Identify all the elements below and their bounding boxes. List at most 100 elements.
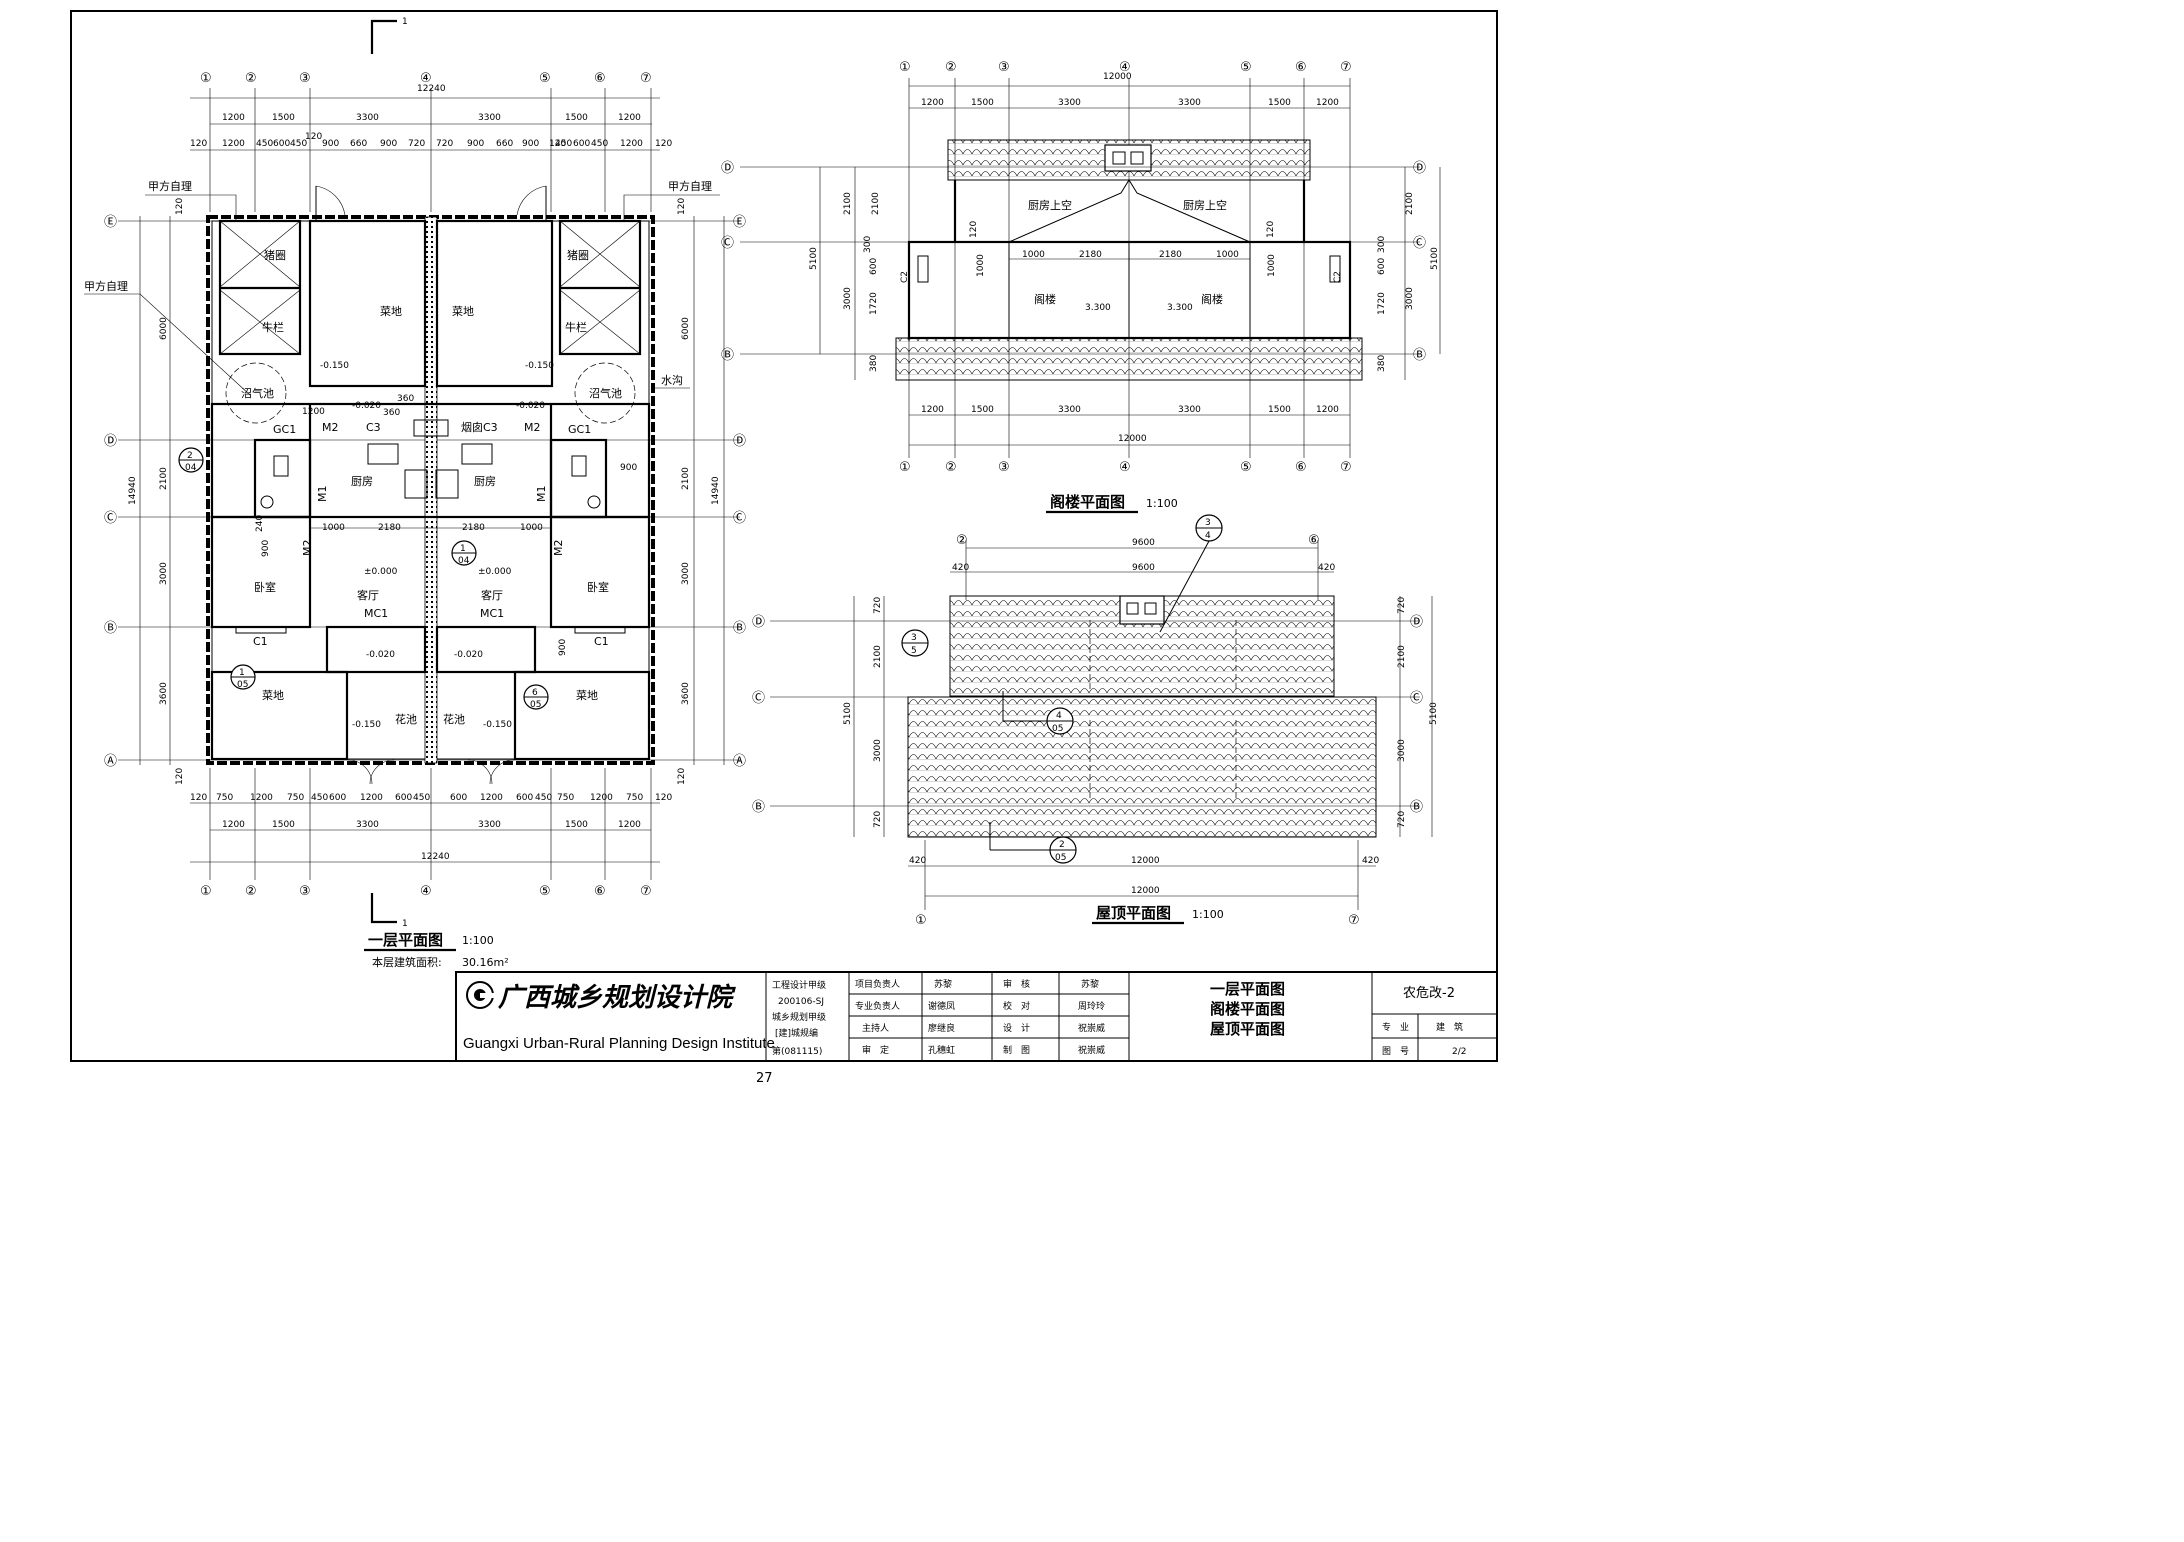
dim-text: 1000 [520,523,543,533]
tag-GC1: GC1 [273,423,296,436]
callout-detail: 6 05 [523,684,549,710]
tag-M2: M2 [301,540,314,557]
dim-text: 900 [322,139,339,149]
dim-text: 1200 [618,113,641,123]
axis-label: Ⓔ [104,215,117,230]
tag-C1: C1 [594,635,609,648]
page-number: 27 [756,1071,773,1086]
axis-label: Ⓑ [104,621,117,636]
institute-name-en: Guangxi Urban-Rural Planning Design Inst… [463,1035,775,1052]
room-label: 菜地 [262,689,284,702]
axis-label: Ⓒ [1413,236,1426,251]
dim-text: 12240 [421,852,450,862]
role-label: 制 图 [1003,1044,1030,1056]
dim-text: 3000 [1397,739,1407,762]
label-self-built: 甲方自理 [668,179,712,193]
role-name: 苏黎 [934,978,952,990]
room-label: 卧室 [254,580,276,594]
axis-label: ③ [299,884,311,899]
dim-text: 660 [496,139,513,149]
room-label: 菜地 [576,689,598,702]
callout-ref: 05 [237,680,248,690]
spec-label: 专 业 [1382,1021,1409,1033]
institute-name-cn: 广西城乡规划设计院 [498,983,736,1013]
dim-text: 12000 [1118,434,1147,444]
axis-label: Ⓑ [1410,800,1423,815]
axis-label: Ⓓ [721,161,734,176]
callout-num: 2 [1059,840,1065,850]
dim-text: 420 [1362,856,1379,866]
dim-text: 120 [677,768,687,785]
dim-text: 600 [573,139,590,149]
elevation-label: -0.150 [483,720,512,730]
dim-text: 300 [863,236,873,253]
elevation-label: -0.150 [525,361,554,371]
axis-label: Ⓑ [1413,348,1426,363]
dim-text: 1500 [272,113,295,123]
callout-num: 6 [532,688,538,698]
dim-text: 12000 [1131,886,1160,896]
dim-text: 120 [175,768,185,785]
spec-value: 建 筑 [1436,1021,1463,1033]
axis-label: ② [945,60,957,75]
role-name: 廖继良 [928,1022,955,1034]
callout-ref: 05 [530,700,541,710]
axis-label: Ⓒ [104,511,117,526]
tag-M2: M2 [552,540,565,557]
dim-text: 3000 [1405,287,1415,310]
axis-label: ③ [998,60,1010,75]
room-label: 水沟 [661,374,683,387]
room-label: 阁楼 [1201,292,1223,306]
axis-label: ① [200,884,212,899]
dim-text: 120 [655,793,672,803]
dim-text: 2180 [462,523,485,533]
elevation-label: -0.020 [516,401,545,411]
dim-text: 1500 [971,405,994,415]
dim-text: 450 [413,793,430,803]
label-self-built: 甲方自理 [84,279,128,293]
role-label: 设 计 [1003,1022,1030,1034]
dim-text: 720 [1397,597,1407,614]
dim-text: 450 [290,139,307,149]
dim-text: 3300 [356,113,379,123]
callout-ref: 5 [911,646,917,656]
elevation-label: -0.020 [366,650,395,660]
dim-text: 1200 [1316,98,1339,108]
dim-text: 12000 [1131,856,1160,866]
axis-label: ① [915,913,927,928]
area-label: 本层建筑面积: [372,955,442,969]
role-name: 祝崇威 [1078,1044,1105,1056]
axis-label: ⑥ [594,71,606,86]
dim-text: 120 [969,221,979,238]
dim-text: 1720 [1377,292,1387,315]
dim-text: 900 [558,639,568,656]
axis-label: ⑥ [1295,60,1307,75]
axis-label: ② [945,460,957,475]
dim-text: 3000 [843,287,853,310]
dim-text: 600 [273,139,290,149]
dim-text: 720 [408,139,425,149]
dim-text: 12240 [417,84,446,94]
drawing-no-value: 2/2 [1452,1047,1466,1057]
section-mark-top: 1 [370,17,408,54]
elevation-label: -0.020 [454,650,483,660]
dim-text: 750 [287,793,304,803]
axis-label: ⑥ [1295,460,1307,475]
room-label: 菜地 [380,305,402,318]
dim-text: 9600 [1132,563,1155,573]
callout-num: 1 [239,668,245,678]
dim-text: 2100 [871,192,881,215]
room-label: 牛栏 [262,320,284,334]
dim-text: 600 [1377,258,1387,275]
role-name: 谢德凤 [928,1000,955,1012]
room-label: 厨房上空 [1183,198,1227,212]
dim-text: 2100 [873,645,883,668]
dim-text: 120 [655,139,672,149]
role-label: 项目负责人 [855,978,900,990]
dim-text: 2180 [378,523,401,533]
callout-detail: 1 04 [451,540,477,566]
label-self-built: 甲方自理 [148,179,192,193]
dim-text: 600 [329,793,346,803]
axis-label: ⑤ [539,884,551,899]
axis-label: Ⓓ [1413,161,1426,176]
